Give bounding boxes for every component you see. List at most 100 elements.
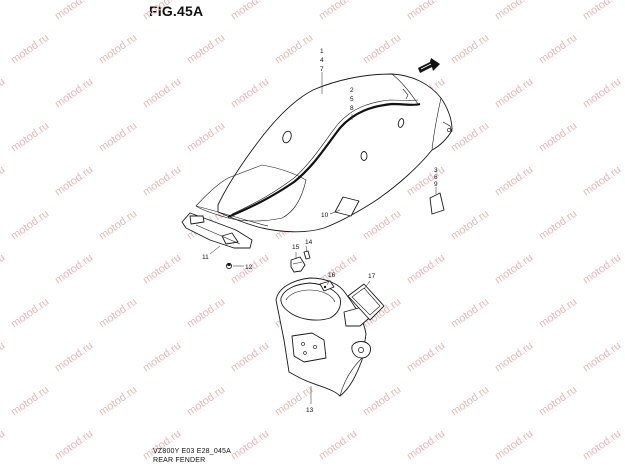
watermark-text: motod.ru <box>0 340 7 375</box>
watermark-text: motod.ru <box>405 0 447 22</box>
watermark-text: motod.ru <box>141 164 183 199</box>
watermark-text: motod.ru <box>449 208 491 243</box>
watermark-text: motod.ru <box>229 340 271 375</box>
watermark-text: motod.ru <box>229 0 271 22</box>
callouts: 1 4 7 2 5 8 3 6 9 10 11 12 15 14 16 17 1… <box>202 48 438 414</box>
watermark-text: motod.ru <box>405 428 447 463</box>
leader-lines <box>209 72 437 404</box>
watermark-text: motod.ru <box>97 208 139 243</box>
callout-2: 2 <box>350 87 354 94</box>
watermark-text: motod.ru <box>9 208 51 243</box>
callout-4: 4 <box>320 57 324 64</box>
watermark-text: motod.ru <box>493 76 535 111</box>
watermark-text: motod.ru <box>141 0 183 22</box>
watermark-text: motod.ru <box>493 428 535 463</box>
watermark-text: motod.ru <box>53 340 95 375</box>
watermark-text: motod.ru <box>537 120 579 155</box>
watermark-text: motod.ru <box>537 296 579 331</box>
callout-7: 7 <box>320 66 324 73</box>
callout-9: 9 <box>434 181 438 188</box>
watermark-text: motod.ru <box>97 32 139 67</box>
watermark-text: motod.ru <box>185 120 227 155</box>
watermark-text: motod.ru <box>53 164 95 199</box>
part-12-bolt <box>225 262 232 269</box>
watermark-text: motod.ru <box>0 76 7 111</box>
watermark-text: motod.ru <box>405 340 447 375</box>
callout-5: 5 <box>350 96 354 103</box>
callout-12: 12 <box>245 264 253 271</box>
watermark-text: motod.ru <box>493 164 535 199</box>
watermark-text: motod.ru <box>9 384 51 419</box>
callout-15: 15 <box>292 244 300 251</box>
watermark-text: motod.ru <box>141 340 183 375</box>
watermark-text: motod.ru <box>493 252 535 287</box>
front-arrow-icon <box>418 58 440 73</box>
watermark-text: motod.ru <box>53 252 95 287</box>
watermark-text: motod.ru <box>229 428 271 463</box>
watermark-text: motod.ru <box>141 76 183 111</box>
callout-11: 11 <box>202 254 209 261</box>
watermark-text: motod.ru <box>317 428 359 463</box>
rear-fender <box>195 73 453 233</box>
watermark-text: motod.ru <box>185 296 227 331</box>
watermark-text: motod.ru <box>537 208 579 243</box>
part-14-screw <box>303 250 311 260</box>
callout-1: 1 <box>320 48 324 55</box>
watermark-text: motod.ru <box>9 296 51 331</box>
watermark-text: motod.ru <box>493 0 535 22</box>
watermark-text: motod.ru <box>0 428 7 463</box>
watermark-text: motod.ru <box>361 208 403 243</box>
watermark-text: motod.ru <box>185 384 227 419</box>
watermark-text: motod.ru <box>273 32 315 67</box>
watermark-text: motod.ru <box>9 32 51 67</box>
part-9-label <box>429 192 445 215</box>
watermark-text: motod.ru <box>0 164 7 199</box>
watermark-text: motod.ru <box>449 384 491 419</box>
callout-10: 10 <box>321 212 329 219</box>
watermark-text: motod.ru <box>9 120 51 155</box>
watermark-text: motod.ru <box>537 32 579 67</box>
part-11-bracket <box>181 212 253 249</box>
part-15-clip <box>290 256 306 273</box>
watermark-text: motod.ru <box>0 252 7 287</box>
diagram-caption: REAR FENDER <box>153 457 206 464</box>
watermark-text: motod.ru <box>53 76 95 111</box>
callout-6: 6 <box>434 174 438 181</box>
watermark-text: motod.ru <box>405 252 447 287</box>
callout-14: 14 <box>305 239 313 246</box>
diagram-code: VZ800Y E03 E28_045A <box>153 448 232 455</box>
watermark-text: motod.ru <box>493 340 535 375</box>
watermark-text: motod.ru <box>581 252 623 287</box>
watermark-text: motod.ru <box>141 252 183 287</box>
watermark-text: motod.ru <box>581 0 623 22</box>
watermark-text: motod.ru <box>581 76 623 111</box>
callout-8: 8 <box>350 105 354 112</box>
callout-17: 17 <box>368 273 376 280</box>
watermark-text: motod.ru <box>97 120 139 155</box>
callout-16: 16 <box>328 272 336 279</box>
watermark-text: motod.ru <box>317 0 359 22</box>
watermark-text: motod.ru <box>229 76 271 111</box>
watermark-text: motod.ru <box>361 32 403 67</box>
callout-13: 13 <box>306 407 314 414</box>
watermark-text: motod.ru <box>97 296 139 331</box>
part-17-reflector <box>347 283 385 321</box>
watermark-text: motod.ru <box>581 164 623 199</box>
watermark-text: motod.ru <box>449 120 491 155</box>
watermark-text: motod.ru <box>53 428 95 463</box>
part-10-label-plate <box>334 196 360 217</box>
figure-title: FIG.45A <box>149 3 204 19</box>
watermark-text: motod.ru <box>581 428 623 463</box>
part-13-lower-fender <box>275 277 377 397</box>
watermark-text: motod.ru <box>361 384 403 419</box>
callout-3: 3 <box>434 167 438 174</box>
watermark-text: motod.ru <box>97 384 139 419</box>
watermark-text: motod.ru <box>537 384 579 419</box>
watermark-text: motod.ru <box>185 32 227 67</box>
watermark-text: motod.ru <box>53 0 95 22</box>
watermark-text: motod.ru <box>0 0 7 22</box>
part-16-bracket <box>319 280 335 292</box>
watermark-text: motod.ru <box>449 32 491 67</box>
